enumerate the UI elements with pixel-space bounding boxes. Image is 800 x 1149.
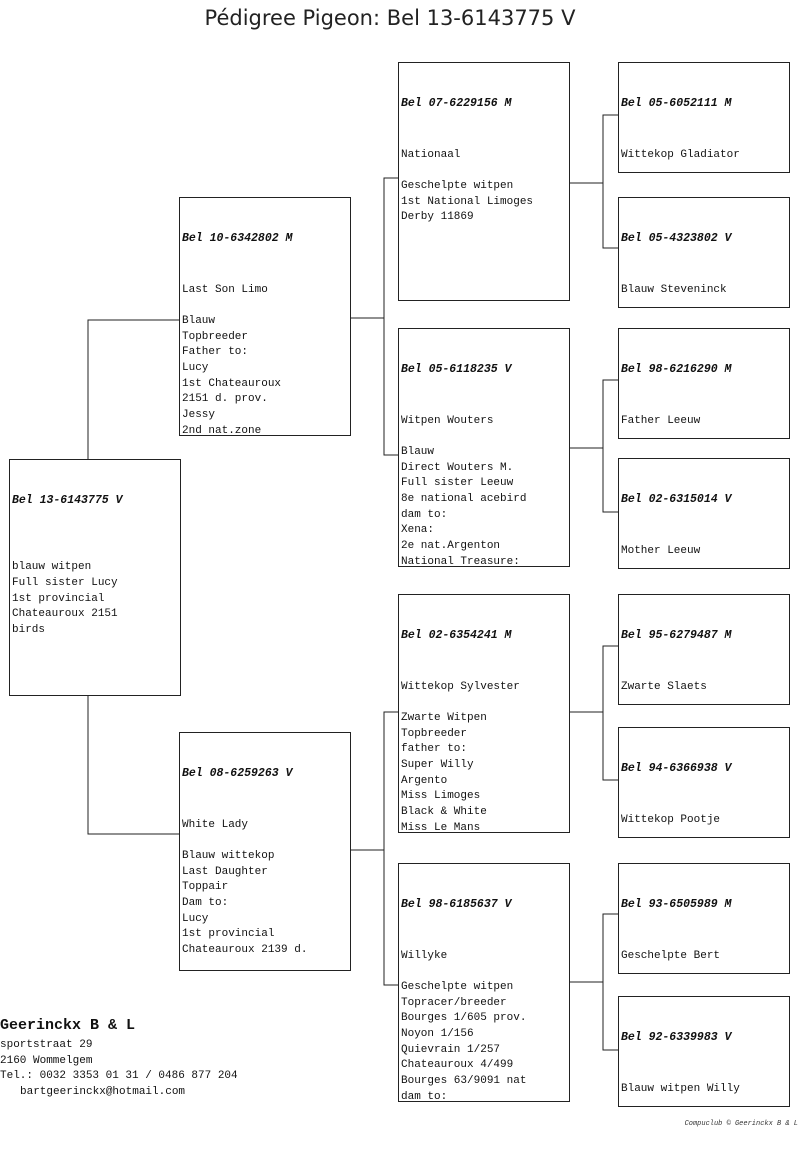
pigeon-card-dam-sire: Bel 02-6354241 M Wittekop Sylvester Zwar… xyxy=(398,594,570,833)
pigeon-card-ssd: Bel 05-4323802 V Blauw Steveninck Blauw … xyxy=(618,197,790,308)
pigeon-details: Willyke Geschelpte witpen Topracer/breed… xyxy=(401,949,527,1102)
ring-number: Bel 13-6143775 V xyxy=(12,494,123,508)
pigeon-details: Geschelpte Bert Geschelpte rechtstreeks … xyxy=(621,949,721,962)
pigeon-details: Blauw Steveninck Blauw Direct Steveninck… xyxy=(621,283,727,296)
ring-number: Bel 94-6366938 V xyxy=(621,762,732,776)
ring-number: Bel 02-6315014 V xyxy=(621,493,732,507)
ring-number: Bel 98-6216290 M xyxy=(621,363,732,377)
pigeon-details: Mother Leeuw Blauw Direct Cop- Gijsbrech… xyxy=(621,544,701,557)
pigeon-card-sss: Bel 05-6052111 M Wittekop Gladiator Gesc… xyxy=(618,62,790,173)
ring-number: Bel 05-6118235 V xyxy=(401,363,512,377)
owner-phone: Tel.: 0032 3353 01 31 / 0486 877 204 xyxy=(0,1070,238,1083)
pigeon-card-sire: Bel 10-6342802 M Last Son Limo Blauw Top… xyxy=(179,197,351,436)
pigeon-details: Wittekop Pootje Blauw wittekop Topkweeks… xyxy=(621,813,721,826)
pigeon-details: Wittekop Sylvester Zwarte Witpen Topbree… xyxy=(401,680,520,833)
pigeon-details: Father Leeuw Blauw xyxy=(621,414,701,427)
ring-number: Bel 93-6505989 M xyxy=(621,898,732,912)
pigeon-card-dds: Bel 93-6505989 M Geschelpte Bert Geschel… xyxy=(618,863,790,974)
owner-contact: Geerinckx B & L sportstraat 29 2160 Womm… xyxy=(0,1016,238,1100)
pigeon-card-sdd: Bel 02-6315014 V Mother Leeuw Blauw Dire… xyxy=(618,458,790,569)
pigeon-card-dsd: Bel 94-6366938 V Wittekop Pootje Blauw w… xyxy=(618,727,790,838)
page-title: Pédigree Pigeon: Bel 13-6143775 V xyxy=(204,6,576,30)
ring-number: Bel 07-6229156 M xyxy=(401,97,512,111)
pigeon-card-ddd: Bel 92-6339983 V Blauw witpen Willy Blau… xyxy=(618,996,790,1107)
ring-number: Bel 08-6259263 V xyxy=(182,767,293,781)
pigeon-details: blauw witpen Full sister Lucy 1st provin… xyxy=(12,561,118,637)
pigeon-details: Nationaal Geschelpte witpen 1st National… xyxy=(401,148,534,224)
pigeon-card-dam: Bel 08-6259263 V White Lady Blauw wittek… xyxy=(179,732,351,971)
pigeon-card-sire-dam: Bel 05-6118235 V Witpen Wouters Blauw Di… xyxy=(398,328,570,567)
owner-name: Geerinckx B & L xyxy=(0,1017,136,1034)
pigeon-card-dam-dam: Bel 98-6185637 V Willyke Geschelpte witp… xyxy=(398,863,570,1102)
pigeon-card-sds: Bel 98-6216290 M Father Leeuw Blauw xyxy=(618,328,790,439)
pigeon-card-sire-sire: Bel 07-6229156 M Nationaal Geschelpte wi… xyxy=(398,62,570,301)
pigeon-card-subject: Bel 13-6143775 V blauw witpen Full siste… xyxy=(9,459,181,696)
owner-city: 2160 Wommelgem xyxy=(0,1054,93,1067)
ring-number: Bel 95-6279487 M xyxy=(621,629,732,643)
owner-email: bartgeerinckx@hotmail.com xyxy=(20,1085,186,1098)
owner-street: sportstraat 29 xyxy=(0,1039,93,1051)
ring-number: Bel 05-6052111 M xyxy=(621,97,732,111)
ring-number: Bel 02-6354241 M xyxy=(401,629,512,643)
pigeon-details: Blauw witpen Willy Blauw wittekop rechts… xyxy=(621,1082,740,1095)
ring-number: Bel 10-6342802 M xyxy=(182,232,293,246)
ring-number: Bel 98-6185637 V xyxy=(401,898,512,912)
pigeon-details: Zwarte Slaets Zwarte rechtstreeks Fons S… xyxy=(621,680,707,693)
ring-number: Bel 92-6339983 V xyxy=(621,1031,732,1045)
pigeon-details: Last Son Limo Blauw Topbreeder Father to… xyxy=(182,283,282,436)
pigeon-details: Wittekop Gladiator Geschelpte Wittekop F… xyxy=(621,148,740,161)
footer-credit: Compuclub © Geerinckx B & L xyxy=(684,1120,798,1128)
pigeon-card-dss: Bel 95-6279487 M Zwarte Slaets Zwarte re… xyxy=(618,594,790,705)
ring-number: Bel 05-4323802 V xyxy=(621,232,732,246)
pigeon-details: Witpen Wouters Blauw Direct Wouters M. F… xyxy=(401,414,527,567)
pigeon-details: White Lady Blauw wittekop Last Daughter … xyxy=(182,818,308,957)
